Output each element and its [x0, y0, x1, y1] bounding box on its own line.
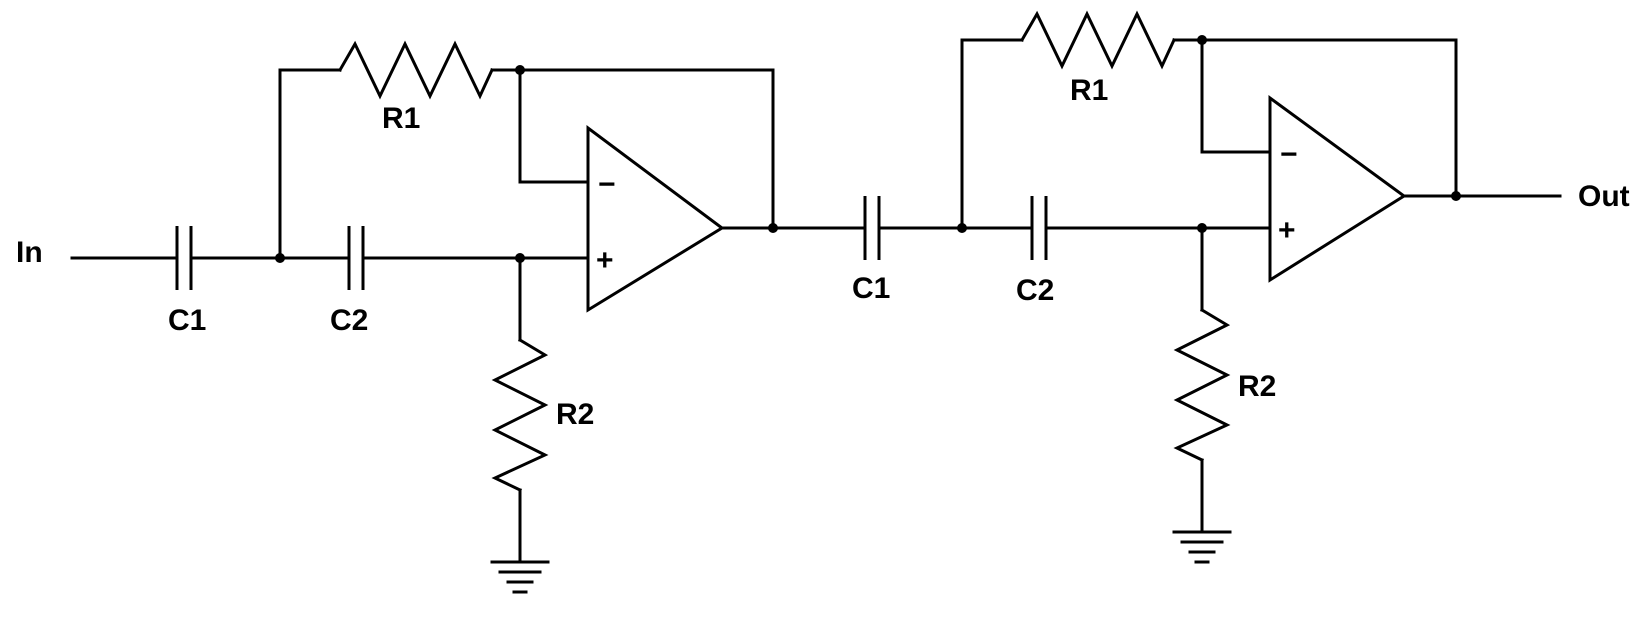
- label-stage1-c1: C1: [168, 304, 206, 337]
- stage2-c1-capacitor: [863, 196, 881, 260]
- stage2-r2-resistor: [1173, 307, 1231, 463]
- label-stage2-r2: R2: [1238, 370, 1276, 403]
- junction-node: [1197, 223, 1207, 233]
- stage2-opamp: [1268, 95, 1407, 283]
- label-output: Out: [1578, 180, 1630, 213]
- junction-node: [1197, 35, 1207, 45]
- junction-node: [275, 253, 285, 263]
- junction-node: [515, 65, 525, 75]
- label-stage2-c2: C2: [1016, 274, 1054, 307]
- stage2-r1-resistor: [1019, 10, 1176, 70]
- stage1-c1-capacitor: [175, 226, 193, 290]
- stage2-c2-capacitor: [1030, 196, 1048, 260]
- stage1-r1-resistor: [337, 40, 494, 100]
- stage1-opamp: [586, 125, 725, 313]
- junction-node: [768, 223, 778, 233]
- junction-node: [957, 223, 967, 233]
- stage2-noninverting-sign: +: [1278, 214, 1296, 247]
- stage1-ground-icon: [490, 560, 550, 594]
- stage-2: − + C1 C2 R1 R2 Out: [852, 10, 1630, 564]
- label-stage1-r1: R1: [382, 102, 420, 135]
- label-input: In: [16, 236, 43, 269]
- junction-node: [1451, 191, 1461, 201]
- stage1-noninverting-sign: +: [596, 244, 614, 277]
- label-stage2-r1: R1: [1070, 74, 1108, 107]
- label-stage1-r2: R2: [556, 398, 594, 431]
- stage1-inverting-sign: −: [598, 168, 616, 201]
- label-stage1-c2: C2: [330, 304, 368, 337]
- stage2-ground-icon: [1172, 530, 1232, 564]
- label-stage2-c1: C1: [852, 272, 890, 305]
- stage-1: − + In C1 C2 R1 R2: [16, 40, 865, 594]
- stage1-c2-capacitor: [347, 226, 365, 290]
- stage1-r2-resistor: [491, 337, 549, 493]
- junction-node: [515, 253, 525, 263]
- stage2-inverting-sign: −: [1280, 138, 1298, 171]
